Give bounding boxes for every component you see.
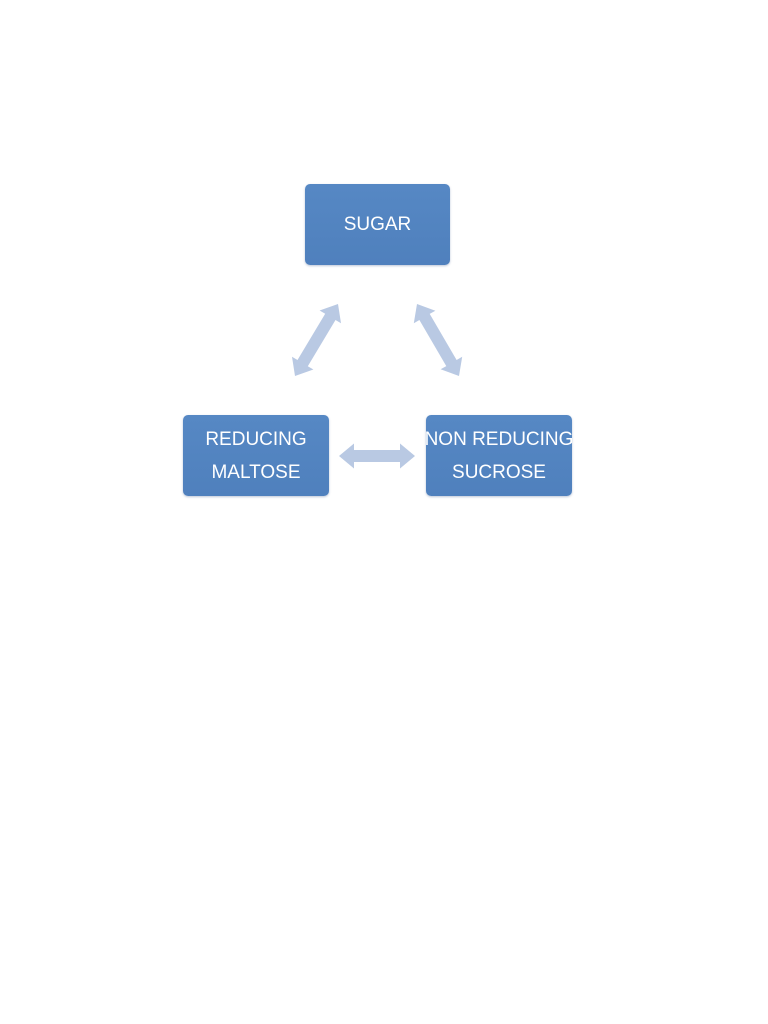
nonreducing-label: NON REDUCING — [424, 428, 574, 450]
sugar-label: SUGAR — [343, 214, 412, 235]
sugar-node: SUGAR — [305, 184, 450, 265]
arrow-reducing-nonreducing — [339, 443, 415, 469]
arrow-sugar-reducing — [292, 304, 341, 376]
arrow-sugar-nonreducing — [413, 304, 463, 376]
reducing-label: REDUCING — [205, 428, 307, 450]
sucrose-label: SUCROSE — [452, 461, 546, 483]
maltose-label: MALTOSE — [211, 461, 301, 483]
nonreducing-sucrose-node: NON REDUCING SUCROSE — [424, 415, 574, 496]
reducing-maltose-node: REDUCING MALTOSE — [183, 415, 329, 496]
